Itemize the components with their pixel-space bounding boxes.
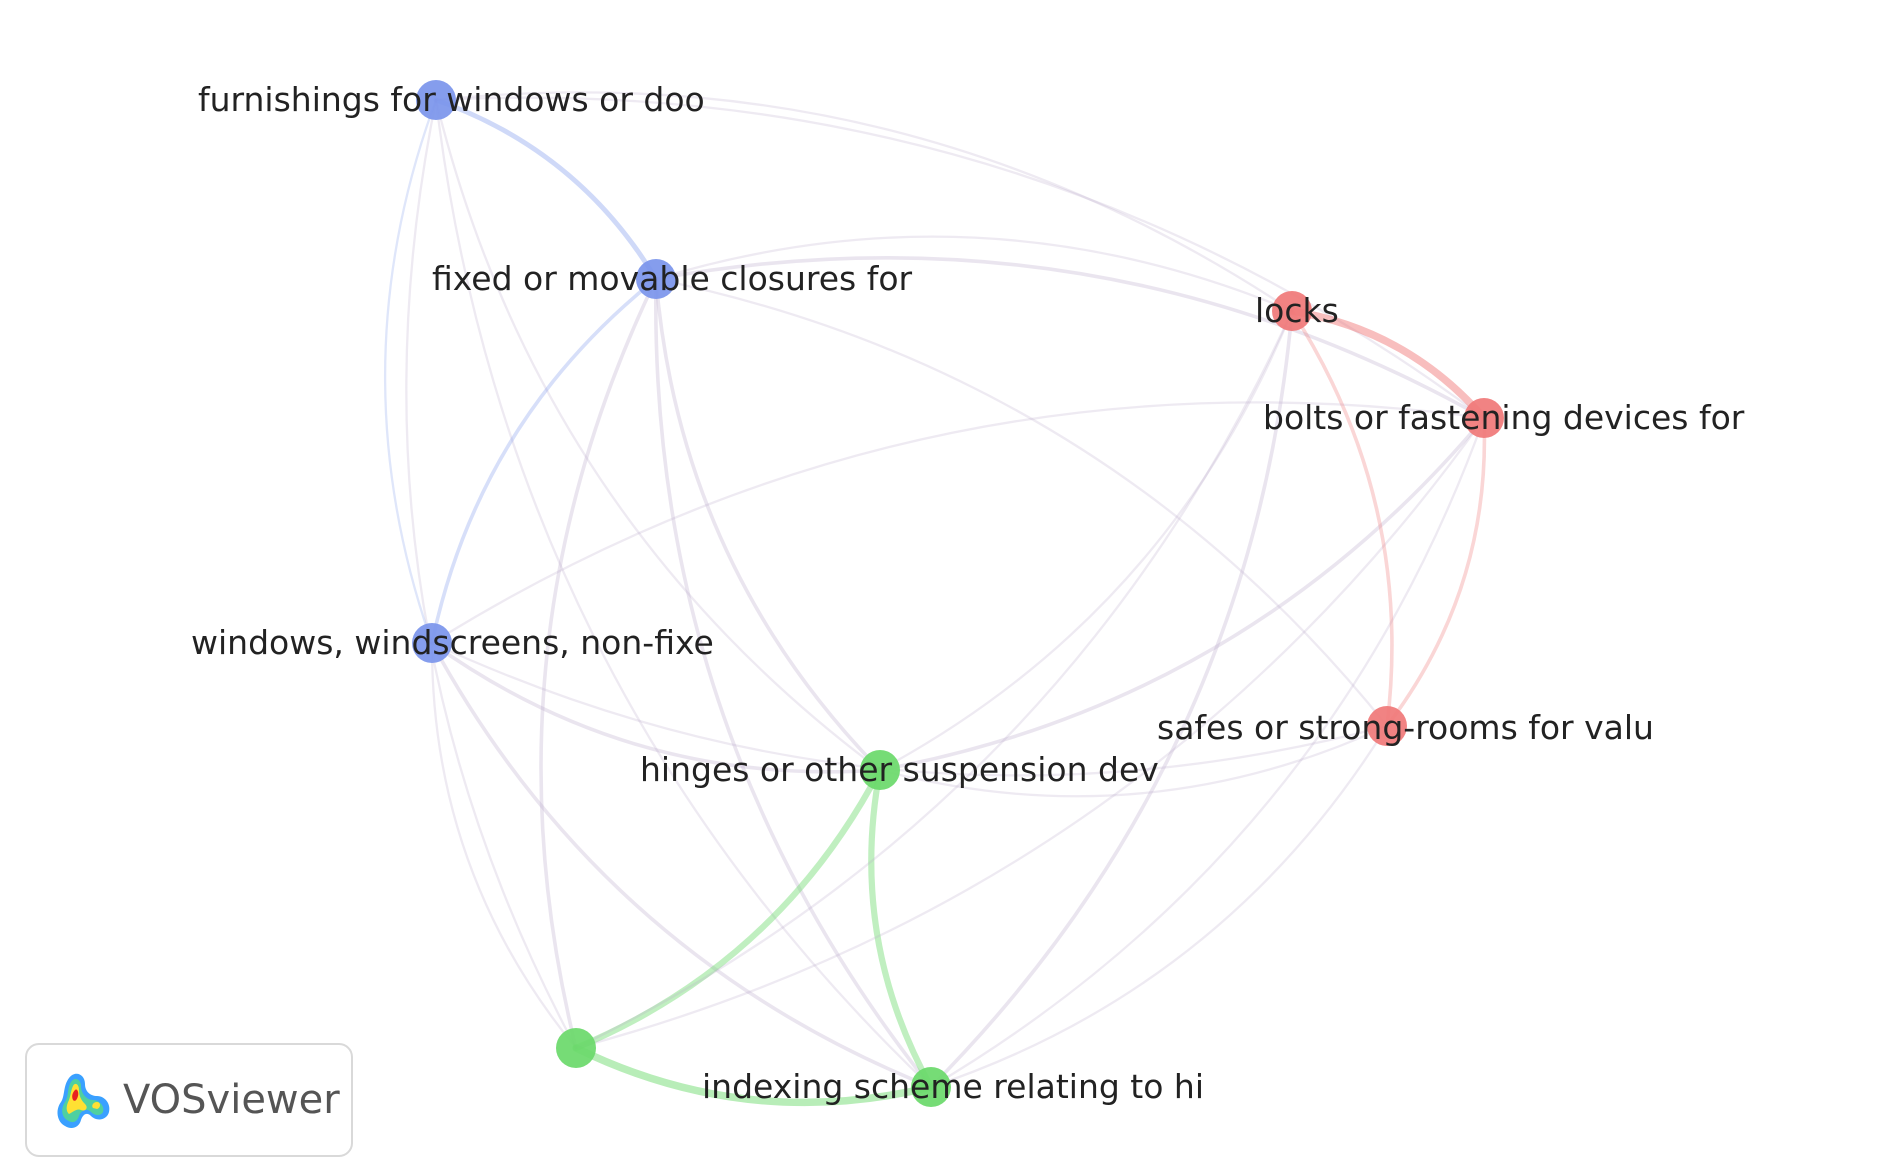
link-hinges-safes[interactable] [878, 724, 1389, 798]
link-locks-safes[interactable] [1290, 309, 1394, 728]
link-windows-safes[interactable] [430, 641, 1389, 777]
node-unlabeled[interactable] [556, 1028, 596, 1068]
node-safes[interactable] [1367, 706, 1407, 746]
link-hinges-unlabeled[interactable] [572, 766, 884, 1052]
link-indexing-bolts[interactable] [929, 416, 1486, 1089]
link-indexing-locks[interactable] [929, 309, 1294, 1089]
link-furnishings-unlabeled[interactable] [405, 98, 578, 1050]
vosviewer-logo-icon [57, 1073, 110, 1128]
link-windows-hinges[interactable] [430, 641, 882, 774]
link-fixed-indexing[interactable] [653, 277, 933, 1089]
link-fixed-safes[interactable] [654, 277, 1389, 728]
link-furnishings-fixed[interactable] [433, 97, 659, 282]
node-hinges[interactable] [860, 750, 900, 790]
nodes-layer [412, 80, 1504, 1107]
node-indexing[interactable] [911, 1067, 951, 1107]
link-hinges-locks[interactable] [878, 309, 1294, 772]
vosviewer-logo: VOSviewer [25, 1043, 353, 1157]
link-unlabeled-indexing[interactable] [572, 1044, 935, 1107]
node-label-safes[interactable]: safes or strong-rooms for valu [1157, 708, 1654, 747]
link-furnishings-bolts[interactable] [434, 96, 1486, 420]
link-windows-unlabeled[interactable] [430, 641, 578, 1050]
link-windows-bolts[interactable] [430, 401, 1486, 645]
vosviewer-logo-text: VOSviewer [123, 1077, 340, 1123]
node-label-furnishings[interactable]: furnishings for windows or doo [198, 80, 705, 119]
node-furnishings[interactable] [416, 80, 456, 120]
link-furnishings-locks[interactable] [434, 91, 1294, 313]
link-indexing-safes[interactable] [929, 724, 1389, 1089]
node-locks[interactable] [1272, 291, 1312, 331]
link-locks-bolts[interactable] [1288, 307, 1488, 422]
link-fixed-hinges[interactable] [654, 277, 882, 772]
link-windows-indexing[interactable] [430, 641, 933, 1089]
link-hinges-bolts[interactable] [878, 416, 1486, 772]
link-furnishings-windows[interactable] [383, 98, 438, 645]
link-unlabeled-locks[interactable] [574, 309, 1294, 1050]
link-fixed-windows[interactable] [430, 277, 658, 645]
node-label-windows[interactable]: windows, windscreens, non-fixe [191, 623, 714, 662]
links-layer [383, 91, 1488, 1107]
node-label-fixed[interactable]: fixed or movable closures for [432, 259, 913, 298]
node-label-indexing[interactable]: indexing scheme relating to hi [702, 1067, 1204, 1106]
labels-layer: furnishings for windows or doo fixed or m… [191, 80, 1745, 1106]
node-bolts[interactable] [1464, 398, 1504, 438]
link-bolts-safes[interactable] [1385, 416, 1487, 728]
link-fixed-locks[interactable] [654, 235, 1294, 313]
link-furnishings-indexing[interactable] [434, 98, 933, 1089]
link-unlabeled-bolts[interactable] [574, 416, 1486, 1050]
link-hinges-indexing[interactable] [868, 766, 935, 1091]
link-fixed-bolts[interactable] [654, 255, 1486, 420]
link-fixed-unlabeled[interactable] [539, 277, 658, 1050]
node-windows[interactable] [412, 623, 452, 663]
node-label-hinges[interactable]: hinges or other suspension dev [640, 750, 1159, 789]
link-furnishings-hinges[interactable] [434, 98, 882, 772]
node-label-bolts[interactable]: bolts or fastening devices for [1263, 398, 1745, 437]
node-fixed[interactable] [636, 259, 676, 299]
node-label-locks[interactable]: locks [1255, 291, 1339, 330]
